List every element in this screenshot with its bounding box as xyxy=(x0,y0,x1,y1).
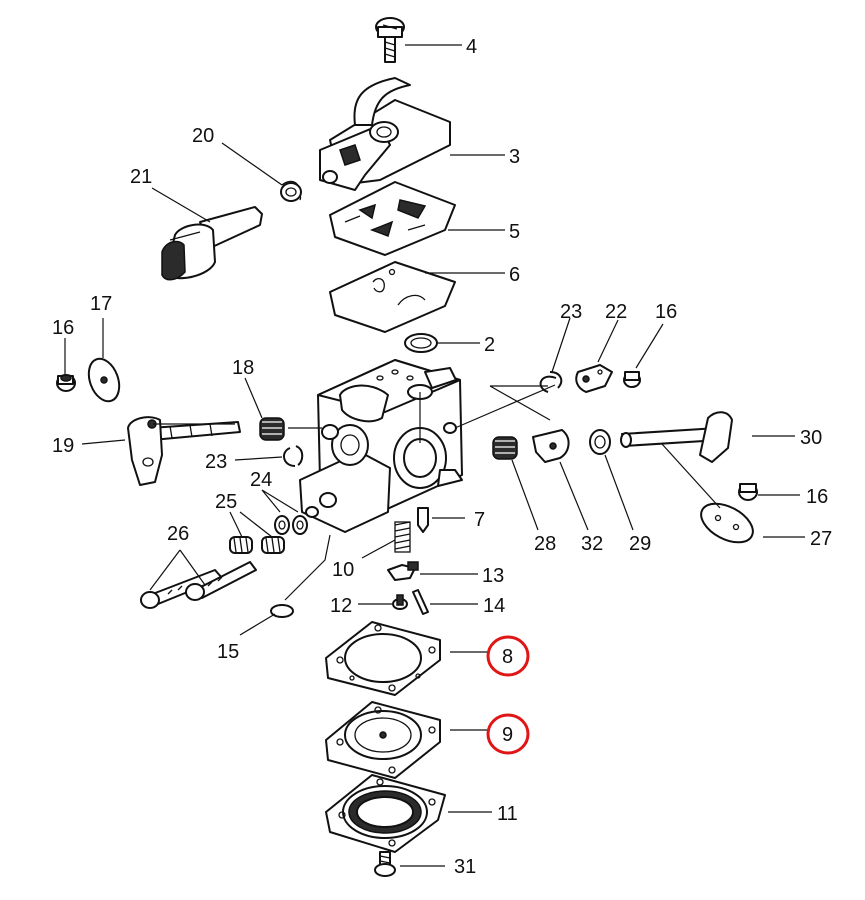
part-16-screw-left xyxy=(56,374,76,392)
part-21-choke-knob xyxy=(161,206,263,281)
part-7-needle xyxy=(417,507,429,533)
callout-32: 32 xyxy=(581,533,603,555)
part-19-throttle-shaft xyxy=(127,416,241,486)
callout-23-lower: 23 xyxy=(205,451,227,473)
callout-29: 29 xyxy=(629,533,651,555)
callout-22: 22 xyxy=(605,301,627,323)
callout-12: 12 xyxy=(330,595,352,617)
part-13-inlet-lever xyxy=(387,561,419,581)
part-23-e-clip-upper xyxy=(539,371,563,393)
part-11-metering-cover xyxy=(325,774,446,853)
callout-23-upper: 23 xyxy=(560,301,582,323)
part-20-spring xyxy=(280,180,302,202)
callout-19: 19 xyxy=(52,435,74,457)
part-14-pin xyxy=(412,589,429,615)
part-18-spring xyxy=(259,417,285,441)
callout-31: 31 xyxy=(454,856,476,878)
callout-20: 20 xyxy=(192,125,214,147)
callout-5: 5 xyxy=(509,221,520,243)
part-26-adjustment-screws xyxy=(140,561,257,609)
callout-15: 15 xyxy=(217,641,239,663)
callout-26: 26 xyxy=(167,523,189,545)
part-25-springs xyxy=(229,536,285,554)
callout-11: 11 xyxy=(497,803,518,825)
callout-18: 18 xyxy=(232,357,254,379)
part-9-metering-diaphragm xyxy=(325,701,441,779)
part-15-screen xyxy=(270,604,294,618)
part-2-o-ring xyxy=(404,333,438,353)
highlight-circle-8 xyxy=(486,635,530,677)
leader-lines xyxy=(64,44,805,867)
part-27-choke-plate xyxy=(700,502,754,544)
highlight-markers xyxy=(486,635,530,755)
part-17-throttle-plate xyxy=(87,357,121,403)
callout-14: 14 xyxy=(483,595,505,617)
callout-25: 25 xyxy=(215,491,237,513)
callout-27: 27 xyxy=(810,528,832,550)
callout-9: 9 xyxy=(502,724,513,746)
callout-21: 21 xyxy=(130,166,152,188)
part-29-washer xyxy=(589,429,611,455)
callout-17: 17 xyxy=(90,293,112,315)
callout-labels: 4 3 20 21 5 6 2 17 16 23 22 16 18 19 30 … xyxy=(52,36,832,878)
callout-24: 24 xyxy=(250,469,272,491)
carburetor-body xyxy=(299,359,463,533)
part-5-pump-gasket xyxy=(329,181,456,256)
part-8-metering-gasket xyxy=(325,621,441,696)
callout-16-upper: 16 xyxy=(655,301,677,323)
callout-3: 3 xyxy=(509,146,520,168)
callout-16-left: 16 xyxy=(52,317,74,339)
callout-6: 6 xyxy=(509,264,520,286)
highlight-circle-9 xyxy=(486,713,530,755)
part-12-screw xyxy=(392,594,408,610)
callout-7: 7 xyxy=(474,509,485,531)
part-22-lever xyxy=(575,364,613,393)
callout-4: 4 xyxy=(466,36,477,58)
callout-30: 30 xyxy=(800,427,822,449)
callout-28: 28 xyxy=(534,533,556,555)
callout-16-right: 16 xyxy=(806,486,828,508)
part-16-screw-upper-right xyxy=(623,371,641,388)
part-30-choke-shaft xyxy=(620,411,733,463)
part-24-o-rings xyxy=(274,515,308,535)
part-10-spring xyxy=(394,521,411,553)
part-16-screw-right xyxy=(738,483,758,501)
part-6-pump-diaphragm xyxy=(329,261,456,333)
callout-8: 8 xyxy=(502,646,513,668)
part-28-spring xyxy=(492,436,518,460)
callout-13: 13 xyxy=(482,565,504,587)
callout-2: 2 xyxy=(484,334,495,356)
part-3-pump-cover xyxy=(319,77,451,191)
part-23-e-clip-lower xyxy=(283,445,304,467)
part-31-screw xyxy=(374,851,396,877)
part-4-screw xyxy=(375,17,405,63)
callout-10: 10 xyxy=(332,559,354,581)
part-32-cam xyxy=(532,429,570,463)
